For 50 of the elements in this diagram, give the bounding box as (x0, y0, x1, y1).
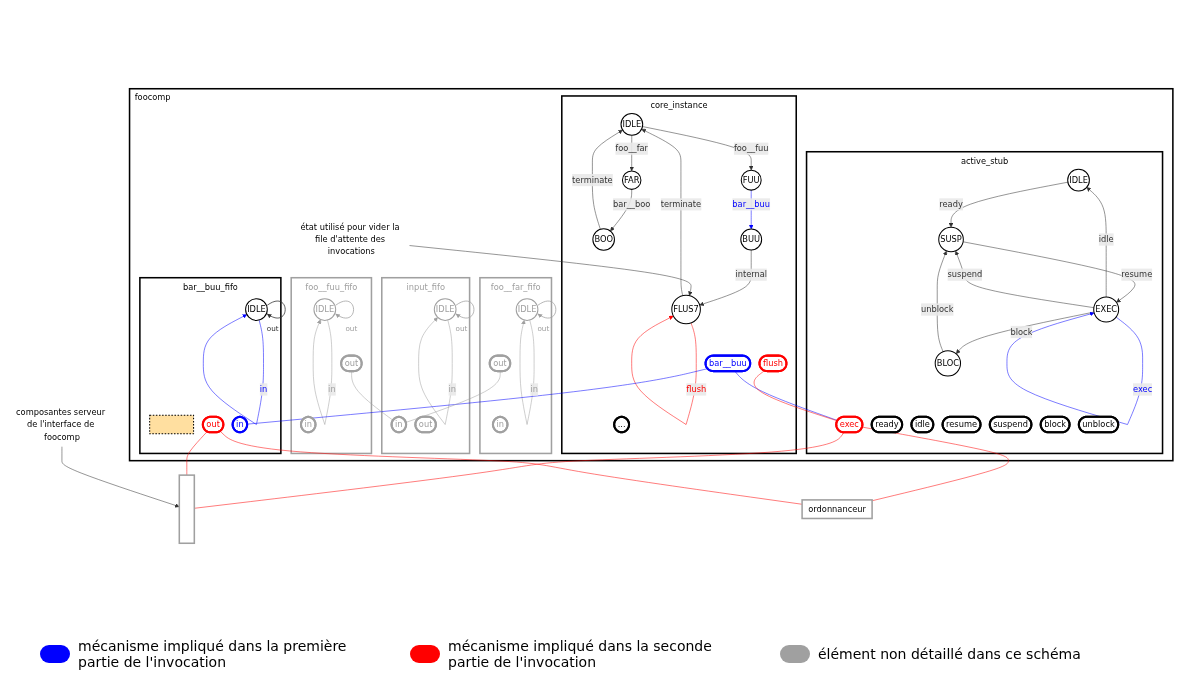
node-circle: EXEC (1093, 296, 1120, 323)
node-circle: BUU (740, 228, 763, 251)
node-text: composantes serveur de l'interface de foocomp (16, 406, 106, 442)
connector (247, 368, 708, 425)
node-text: état utilisé pour vider la file d'attente des invocations (300, 221, 400, 257)
edge-label: unblock (921, 304, 954, 315)
edge-label: suspend (947, 269, 983, 280)
edge-label: bar__buu (732, 199, 771, 210)
node-circle: SUSP (938, 226, 964, 253)
node-circle: BLOC (934, 350, 962, 377)
edge-label: in (328, 384, 336, 395)
connector (194, 432, 845, 509)
node-circle: IDLE (620, 113, 644, 136)
legend-text: élément non détaillé dans ce schéma (818, 646, 1081, 662)
edge-label: in (448, 384, 456, 395)
node-circle: IDLE (1067, 168, 1090, 192)
edge-label: terminate (660, 199, 702, 210)
edge-label: ready (939, 199, 963, 210)
legend-text: mécanisme impliqué dans la seconde partie de l'invocation (448, 638, 713, 670)
node-circle: IDLE (515, 298, 539, 321)
connector (862, 426, 1009, 501)
edge-label: foo__far (615, 143, 649, 154)
connector (351, 371, 394, 421)
node-box (178, 474, 196, 545)
edge-label: block (1010, 326, 1033, 337)
node-circle: IDLE (433, 298, 457, 321)
connector (753, 370, 838, 422)
edge-label: resume (1121, 269, 1153, 280)
edge-label: in (259, 384, 268, 395)
node-circle: IDLE (245, 298, 268, 321)
node-circle: IDLE (313, 298, 337, 321)
node-box: ordonnanceur (801, 499, 873, 520)
edge-label: idle (1098, 234, 1114, 245)
connector (219, 430, 803, 505)
connector (734, 371, 838, 421)
node-circle: FLUS7 (671, 294, 701, 325)
node-bar (149, 414, 195, 435)
edge-label: flush (686, 384, 707, 395)
legend-text: mécanisme impliqué dans la première partie de l'invocation (78, 638, 348, 670)
edge-label: bar__boo (613, 199, 651, 210)
connector (405, 371, 501, 423)
edge-label: in (530, 384, 538, 395)
edge-label: internal (735, 269, 768, 280)
edge-label: terminate (572, 174, 613, 185)
edge-label: exec (1133, 384, 1153, 395)
node-circle: FAR (621, 170, 642, 190)
node-circle: BOO (592, 228, 615, 251)
edge-label: foo__fuu (733, 143, 769, 154)
connector (186, 431, 208, 476)
node-circle: FUU (740, 169, 762, 191)
